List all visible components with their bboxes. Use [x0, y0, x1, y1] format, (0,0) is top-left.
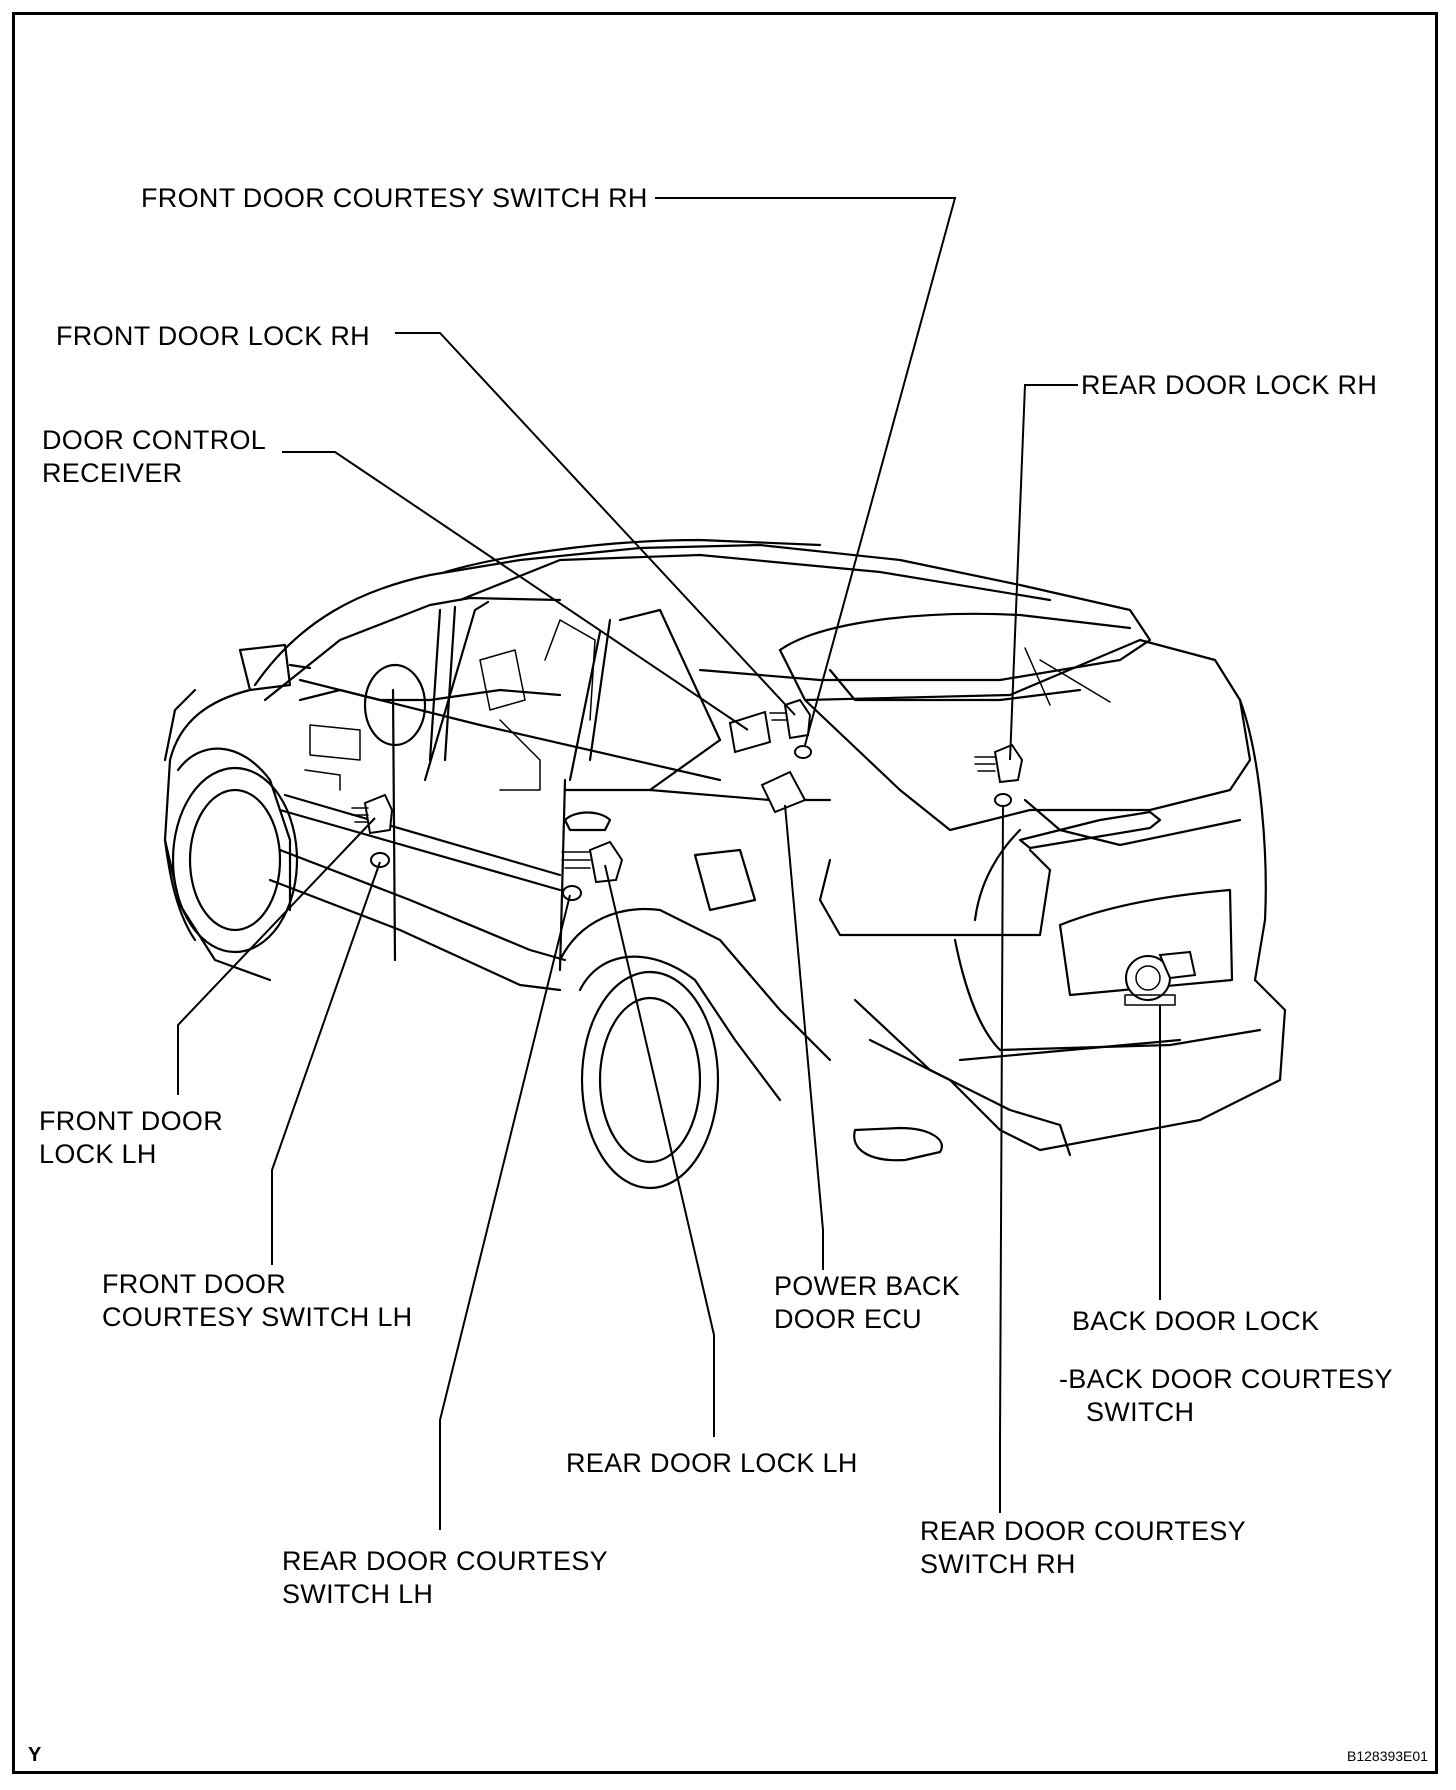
- component-parts: [351, 698, 1197, 1006]
- rear-door-courtesy-switch-lh-part: [562, 885, 582, 901]
- label-rear-door-courtesy-switch-lh-line2: SWITCH LH: [282, 1579, 434, 1609]
- label-back-door-lock: BACK DOOR LOCK: [1072, 1306, 1320, 1336]
- label-back-door-courtesy-switch-line2: SWITCH: [1086, 1397, 1195, 1427]
- back-door-lock-part: [1124, 950, 1197, 1006]
- label-rear-door-courtesy-switch-rh-line1: REAR DOOR COURTESY: [920, 1516, 1246, 1546]
- label-back-door-courtesy-switch-line1: -BACK DOOR COURTESY: [1059, 1364, 1393, 1394]
- label-power-back-door-ecu-line1: POWER BACK: [774, 1271, 961, 1301]
- label-rear-door-courtesy-switch-lh-line1: REAR DOOR COURTESY: [282, 1546, 608, 1576]
- label-power-back-door-ecu-line2: DOOR ECU: [774, 1304, 922, 1334]
- power-back-door-ecu-part: [760, 770, 807, 814]
- leader-lines: [177, 197, 1161, 1530]
- label-front-door-lock-lh-line1: FRONT DOOR: [39, 1106, 223, 1136]
- rear-door-lock-rh-part: [993, 743, 1024, 784]
- label-front-door-courtesy-switch-lh-line2: COURTESY SWITCH LH: [102, 1302, 413, 1332]
- label-door-control-receiver-line1: DOOR CONTROL: [42, 425, 267, 455]
- rear-door-courtesy-switch-rh-part: [994, 793, 1012, 807]
- door-control-receiver-part: [728, 710, 772, 754]
- figure-code: B128393E01: [1347, 1748, 1428, 1764]
- front-door-lock-lh-part: [363, 793, 394, 835]
- corner-mark: Y: [28, 1744, 42, 1766]
- diagram-frame: [12, 12, 1438, 1774]
- label-front-door-lock-lh-line2: LOCK LH: [39, 1139, 157, 1169]
- label-rear-door-lock-rh: REAR DOOR LOCK RH: [1081, 370, 1378, 400]
- front-door-lock-rh-part: [783, 698, 812, 740]
- label-front-door-lock-rh: FRONT DOOR LOCK RH: [56, 321, 370, 351]
- label-front-door-courtesy-switch-rh: FRONT DOOR COURTESY SWITCH RH: [141, 183, 648, 213]
- front-door-courtesy-switch-lh-part: [370, 852, 390, 868]
- label-door-control-receiver-line2: RECEIVER: [42, 458, 183, 488]
- label-rear-door-courtesy-switch-rh-line2: SWITCH RH: [920, 1549, 1076, 1579]
- label-rear-door-lock-lh: REAR DOOR LOCK LH: [566, 1448, 858, 1478]
- front-door-courtesy-switch-rh-part: [794, 745, 812, 759]
- label-front-door-courtesy-switch-lh-line1: FRONT DOOR: [102, 1269, 286, 1299]
- rear-door-lock-lh-part: [588, 840, 624, 884]
- vehicle-illustration: [163, 538, 1287, 1190]
